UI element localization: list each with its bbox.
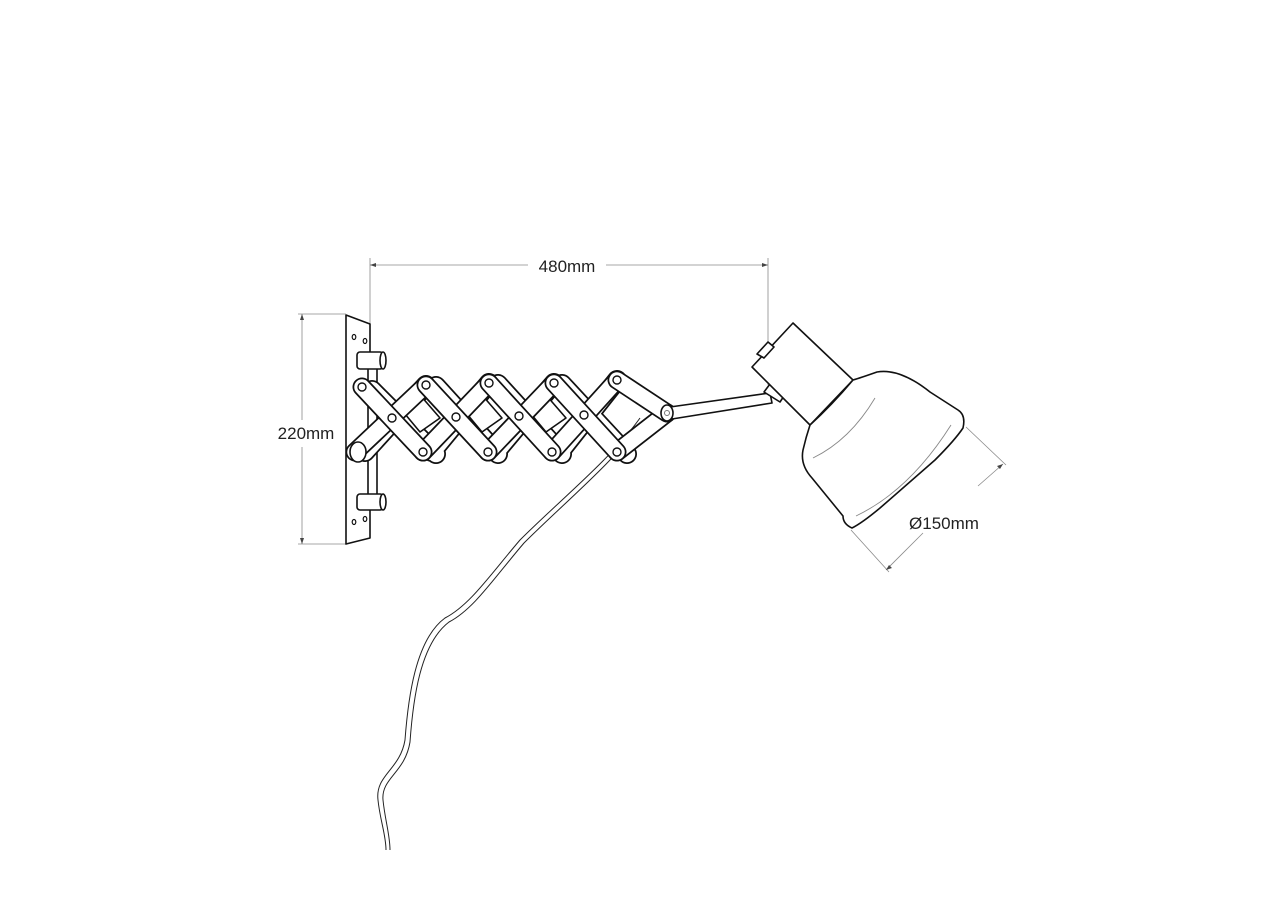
lamp-head <box>751 322 965 529</box>
lamp-rod <box>660 383 785 422</box>
pivot-pins <box>357 375 622 457</box>
shade-diameter-dimension: Ø150mm <box>850 426 1007 573</box>
plate-height-dimension: 220mm <box>278 313 346 545</box>
reach-dimension: 480mm <box>369 257 769 385</box>
screw-holes <box>351 333 368 526</box>
plate-height-label: 220mm <box>278 424 335 443</box>
shade-diameter-label: Ø150mm <box>909 514 979 533</box>
reach-label: 480mm <box>539 257 596 276</box>
power-cord <box>377 417 645 851</box>
scissor-arm <box>345 370 677 464</box>
